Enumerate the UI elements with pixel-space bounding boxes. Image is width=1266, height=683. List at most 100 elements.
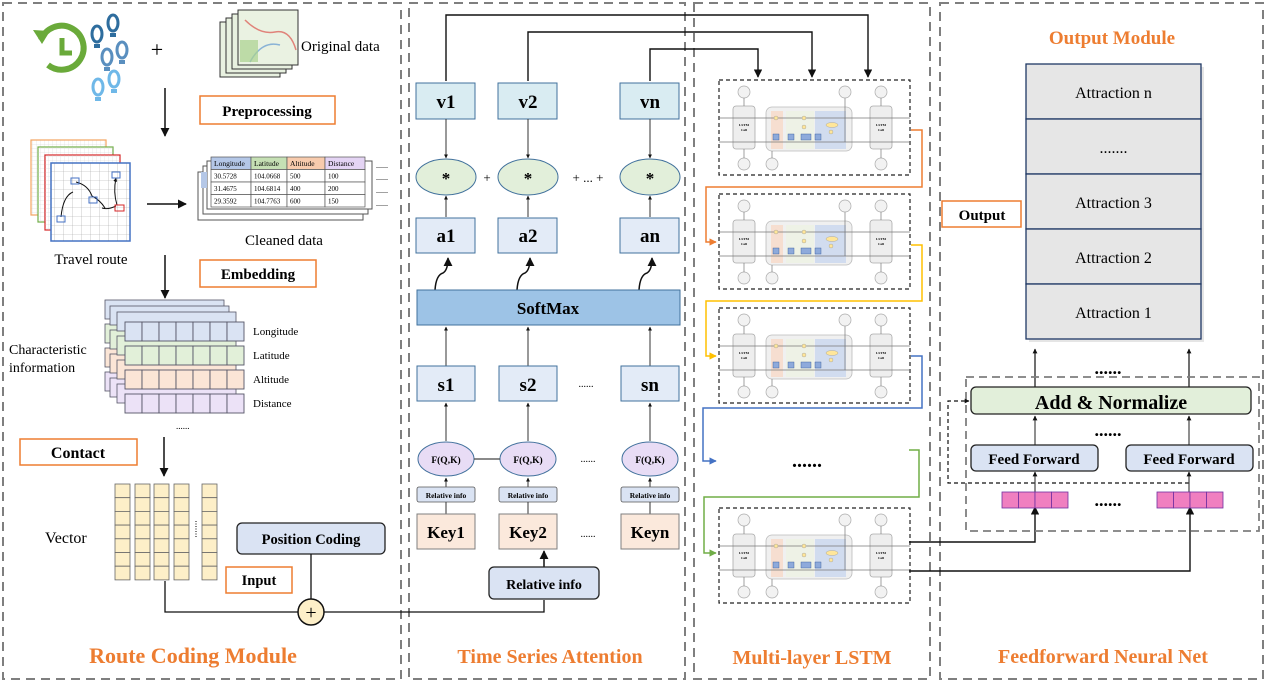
adder-to-relative-info-line bbox=[324, 600, 545, 613]
weight-box bbox=[415, 217, 476, 254]
route-coding-module-border bbox=[2, 2, 402, 680]
state-node bbox=[874, 199, 888, 213]
pointwise-op bbox=[773, 115, 779, 121]
gate-box bbox=[787, 247, 795, 255]
state-node bbox=[737, 271, 751, 285]
feature-cell bbox=[141, 393, 160, 414]
input-gate-region bbox=[786, 225, 814, 263]
feedforward-module: Output Module Attraction n.......Attract… bbox=[941, 28, 1260, 668]
score-box bbox=[498, 365, 558, 402]
attraction-slot bbox=[1025, 283, 1202, 340]
feature-cell bbox=[209, 345, 228, 366]
vector-cell bbox=[114, 497, 131, 512]
embedding-vectors bbox=[1001, 491, 1224, 509]
gate-box bbox=[800, 561, 812, 569]
state-node bbox=[838, 199, 852, 213]
vector-cell bbox=[153, 483, 170, 499]
characteristic-label-line2: information bbox=[9, 361, 75, 376]
multiply-label: * bbox=[524, 169, 533, 188]
ffn-inner-border bbox=[965, 376, 1260, 532]
footprints-icon bbox=[90, 13, 129, 101]
feature-cell bbox=[226, 393, 245, 414]
state-node bbox=[838, 513, 852, 527]
residual-dashed-link bbox=[947, 398, 1189, 484]
vector-columns bbox=[114, 483, 218, 581]
multi-layer-lstm-module: LSTMCellLSTMCellLSTMCellLSTMCellLSTMCell… bbox=[702, 79, 1195, 669]
table-cell-text: 29.3592 bbox=[214, 198, 237, 206]
vector-cell bbox=[153, 524, 170, 540]
lstm-cell-label: Cell bbox=[741, 556, 747, 560]
lstm-layers-ellipsis: ...... bbox=[792, 450, 822, 472]
vector-cell bbox=[114, 538, 131, 553]
feature-ellipsis: ...... bbox=[176, 421, 190, 431]
vector-cell bbox=[134, 552, 151, 567]
score-label: s1 bbox=[438, 375, 455, 396]
embedding-cell bbox=[1206, 491, 1224, 509]
lstm-cell-label: Cell bbox=[741, 128, 747, 132]
pointwise-op bbox=[801, 115, 807, 121]
lstm-cell-label: LSTM bbox=[876, 237, 887, 241]
layer1-to-layer2-link bbox=[705, 129, 923, 246]
feature-cell bbox=[141, 345, 160, 366]
gate-box bbox=[772, 561, 780, 569]
output-step-label: Output bbox=[959, 208, 1006, 224]
embedding-step bbox=[199, 259, 317, 288]
embedding-cell bbox=[1173, 491, 1191, 509]
input-gate-region bbox=[786, 111, 814, 149]
lstm-cell-label: LSTM bbox=[876, 123, 887, 127]
table-cell bbox=[324, 194, 366, 208]
feed-forward-label-1: Feed Forward bbox=[988, 452, 1080, 468]
softmax-to-weight-arrow bbox=[434, 257, 453, 291]
gate-box bbox=[787, 561, 795, 569]
relative-info-small-label: Relative info bbox=[426, 491, 467, 500]
vector-cell bbox=[173, 483, 190, 499]
feature-label: Latitude bbox=[253, 350, 290, 362]
weight-box bbox=[619, 217, 680, 254]
vector-cell bbox=[201, 538, 218, 553]
state-node bbox=[765, 385, 779, 399]
original-data-map-stack bbox=[219, 9, 299, 78]
feature-cell bbox=[124, 393, 143, 414]
score-function-label: F(Q,K) bbox=[431, 455, 460, 466]
table-cell-text: 150 bbox=[328, 198, 339, 206]
pointwise-op bbox=[773, 229, 779, 235]
embedding-cell bbox=[1156, 491, 1174, 509]
vn-to-lstm-line bbox=[649, 48, 763, 81]
vector-cell bbox=[173, 497, 190, 512]
state-node bbox=[737, 513, 751, 527]
lstm-cell-label: LSTM bbox=[876, 351, 887, 355]
vector-cell bbox=[134, 483, 151, 499]
state-node bbox=[737, 85, 751, 99]
layer3-to-more-link bbox=[702, 355, 923, 465]
feature-label: Longitude bbox=[253, 326, 298, 338]
softmax-label: SoftMax bbox=[517, 299, 580, 318]
lstm-cell-label: LSTM bbox=[739, 551, 750, 555]
state-node bbox=[737, 585, 751, 599]
vector-cell bbox=[201, 483, 218, 499]
gate-box bbox=[772, 361, 780, 369]
attraction-label: Attraction 3 bbox=[1075, 195, 1152, 212]
lstm-cell-label: LSTM bbox=[739, 237, 750, 241]
relative-info-box bbox=[488, 566, 600, 600]
feature-cell bbox=[124, 369, 143, 390]
multi-layer-lstm-title: Multi-layer LSTM bbox=[732, 647, 891, 669]
key-ellipsis: ...... bbox=[581, 529, 596, 540]
output-arrows-ellipsis: ...... bbox=[1095, 358, 1122, 378]
pointwise-op bbox=[801, 343, 807, 349]
table-row-ellipsis: ...... bbox=[376, 173, 388, 182]
value-box bbox=[415, 82, 476, 120]
tanh-node bbox=[825, 122, 839, 128]
embedding-label: Embedding bbox=[221, 267, 296, 283]
state-node bbox=[737, 313, 751, 327]
embedding-cell bbox=[1051, 491, 1069, 509]
feature-cell bbox=[141, 369, 160, 390]
feature-label: Altitude bbox=[253, 374, 289, 386]
vector-cell bbox=[153, 510, 170, 526]
original-data-label: Original data bbox=[301, 39, 380, 55]
fn-ellipsis: ...... bbox=[581, 454, 596, 465]
relative-info-small-label: Relative info bbox=[630, 491, 671, 500]
vector-label: Vector bbox=[45, 530, 87, 547]
table-cell-text: 100 bbox=[328, 173, 339, 181]
attraction-label: Attraction n bbox=[1075, 85, 1152, 102]
cleaned-data-label: Cleaned data bbox=[245, 233, 323, 249]
